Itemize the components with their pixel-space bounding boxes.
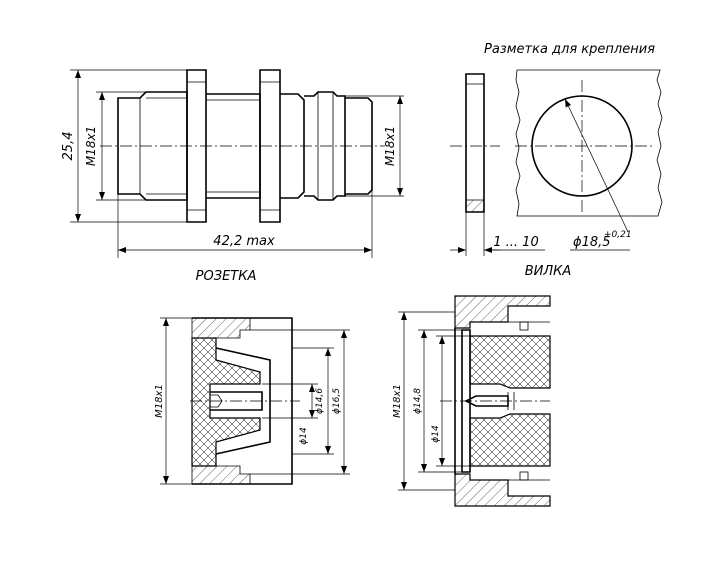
plug-section: M18x1 ϕ14,8 ϕ14 <box>392 295 551 507</box>
sec-plug-thread-dim: M18x1 <box>392 384 403 418</box>
panel-range-dim: 1 ... 10 <box>493 235 538 250</box>
sec-socket-d146-dim: ϕ14,6 <box>315 388 325 414</box>
plug-caption: ВИЛКА <box>525 264 572 279</box>
hole-diameter-dim: ϕ18,5 <box>573 235 611 250</box>
socket-length-dim: 42,2 max <box>213 234 275 249</box>
sec-socket-thread-dim: M18x1 <box>154 384 165 418</box>
sec-plug-d14-dim: ϕ14 <box>431 425 441 443</box>
socket-caption: РОЗЕТКА <box>196 269 257 284</box>
mounting-markup: Разметка для крепления 1 ... 10 ϕ18,5 +0… <box>450 42 663 279</box>
hole-tolerance: +0,21 <box>604 230 632 240</box>
mounting-title: Разметка для крепления <box>484 42 655 57</box>
sec-socket-d165-dim: ϕ16,5 <box>332 388 342 414</box>
sec-socket-d14-dim: ϕ14 <box>299 427 309 445</box>
socket-section: M18x1 ϕ14 ϕ14,6 ϕ16,5 <box>154 317 350 485</box>
socket-height-dim: 25,4 <box>61 132 76 161</box>
socket-thread-dim: M18x1 <box>84 126 98 166</box>
sec-plug-d148-dim: ϕ14,8 <box>413 388 423 414</box>
socket-side-view: 25,4 M18x1 M18x1 42,2 max РОЗЕТКА <box>61 69 404 284</box>
socket-thread-dim-right: M18x1 <box>383 126 397 166</box>
